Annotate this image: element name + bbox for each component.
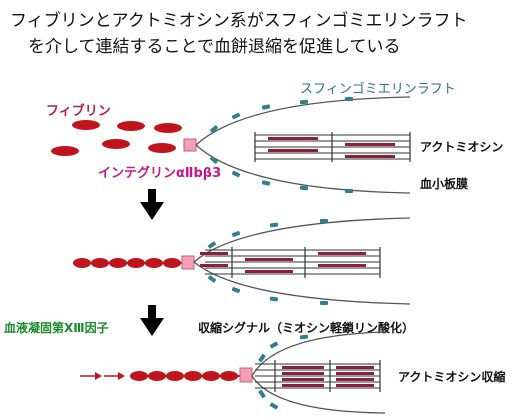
raft-markers [207, 219, 328, 305]
fibrin-monomer [148, 143, 176, 153]
title-line-1: フィブリンとアクトミオシン系がスフィンゴミエリンラフト [10, 11, 468, 31]
actomyosin-bundle [254, 132, 411, 162]
label-actomyosin: アクトミオシン [420, 140, 504, 154]
actomyosin-bundle [255, 360, 381, 392]
label-raft: スフィンゴミエリンラフト [300, 82, 456, 97]
fibrin-monomer [154, 123, 182, 133]
title-line-2: を介して連結することで血餅退縮を促進している [28, 37, 401, 57]
platelet-membrane-lower [195, 144, 411, 194]
label-integrin: インテグリンαⅡbβ3 [98, 166, 222, 181]
label-contraction-signal: 収縮シグナル（ミオシン軽鎖リン酸化） [198, 321, 415, 335]
label-fibrin: フィブリン [46, 104, 111, 119]
fibrin-monomers [51, 120, 182, 156]
fibrin-polymer [130, 371, 238, 381]
label-factor-xiii: 血液凝固第XⅢ因子 [4, 321, 109, 335]
fibrin-polymer [73, 258, 181, 268]
fibrin-monomer [102, 139, 130, 149]
integrin-box [239, 367, 253, 383]
platelet-membrane-lower [251, 375, 386, 414]
integrin-box [181, 255, 195, 270]
fibrin-monomer [51, 146, 79, 156]
platelet-membrane-upper [193, 217, 411, 263]
arrow-down-1 [140, 189, 164, 220]
panel-3 [80, 331, 386, 414]
raft-markers [210, 97, 353, 193]
actomyosin-bundle [200, 247, 381, 278]
platelet-membrane-upper [195, 96, 411, 146]
pull-arrows [80, 372, 125, 380]
platelet-membrane-lower [193, 261, 411, 305]
panel-1 [51, 96, 411, 194]
fibrin-monomer [72, 120, 100, 130]
label-platelet-membrane: 血小板膜 [420, 177, 469, 191]
platelet-membrane-upper [251, 331, 386, 377]
arrow-down-2 [140, 305, 164, 336]
panel-2 [73, 217, 411, 305]
integrin-box [183, 138, 197, 152]
fibrin-monomer [117, 121, 145, 131]
raft-markers [258, 334, 309, 410]
label-actomyosin-contraction: アクトミオシン収縮 [398, 370, 506, 384]
